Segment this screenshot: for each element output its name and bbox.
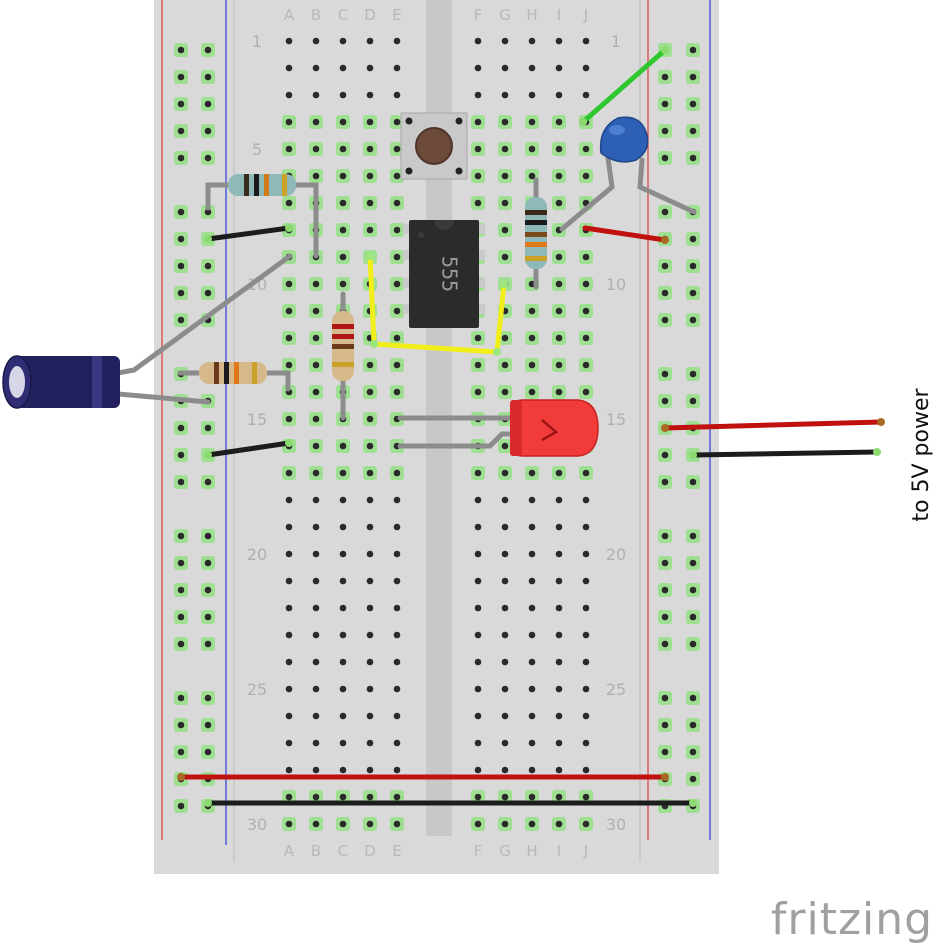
svg-text:F: F — [474, 842, 483, 860]
resistor-left-horizontal — [199, 362, 267, 384]
black-jumper-wires — [205, 225, 880, 806]
svg-text:B: B — [311, 6, 321, 24]
svg-text:F: F — [474, 6, 483, 24]
svg-text:25: 25 — [247, 680, 267, 699]
svg-text:C: C — [338, 842, 348, 860]
svg-text:15: 15 — [247, 410, 267, 429]
fritzing-logo: fritzing — [771, 894, 933, 945]
resistor-center-vertical — [332, 311, 354, 381]
svg-text:30: 30 — [606, 815, 626, 834]
component-leads — [115, 155, 697, 449]
svg-text:30: 30 — [247, 815, 267, 834]
svg-text:E: E — [392, 842, 401, 860]
svg-text:A: A — [284, 842, 295, 860]
svg-text:B: B — [311, 842, 321, 860]
electrolytic-capacitor — [2, 355, 120, 409]
svg-text:J: J — [583, 6, 588, 24]
svg-text:I: I — [557, 6, 561, 24]
ceramic-capacitor — [599, 116, 649, 163]
svg-text:1: 1 — [252, 32, 262, 51]
svg-text:D: D — [364, 6, 376, 24]
svg-text:C: C — [338, 6, 348, 24]
svg-text:10: 10 — [247, 275, 267, 294]
svg-text:G: G — [499, 6, 511, 24]
svg-text:10: 10 — [606, 275, 626, 294]
wire-endpoints — [177, 236, 885, 781]
resistor-top-left — [228, 174, 296, 196]
svg-text:A: A — [284, 6, 295, 24]
power-annotation: to 5V power — [909, 387, 934, 521]
svg-text:25: 25 — [606, 680, 626, 699]
svg-text:H: H — [526, 842, 537, 860]
svg-text:E: E — [392, 6, 401, 24]
green-jumper-wire — [580, 47, 668, 125]
svg-text:H: H — [526, 6, 537, 24]
svg-text:1: 1 — [611, 32, 621, 51]
push-button[interactable] — [400, 112, 468, 180]
svg-text:5: 5 — [252, 140, 262, 159]
svg-text:G: G — [499, 842, 511, 860]
yellow-jumper-wires — [367, 253, 507, 355]
red-jumper-wires — [178, 225, 884, 780]
ic-label: 555 — [438, 256, 462, 292]
svg-text:J: J — [583, 842, 588, 860]
svg-text:15: 15 — [606, 410, 626, 429]
svg-text:20: 20 — [247, 545, 267, 564]
svg-text:I: I — [557, 842, 561, 860]
resistor-right-vertical — [525, 197, 547, 269]
ic-555: 555 — [403, 220, 485, 328]
svg-text:D: D — [364, 842, 376, 860]
red-led — [510, 399, 599, 457]
svg-text:20: 20 — [606, 545, 626, 564]
